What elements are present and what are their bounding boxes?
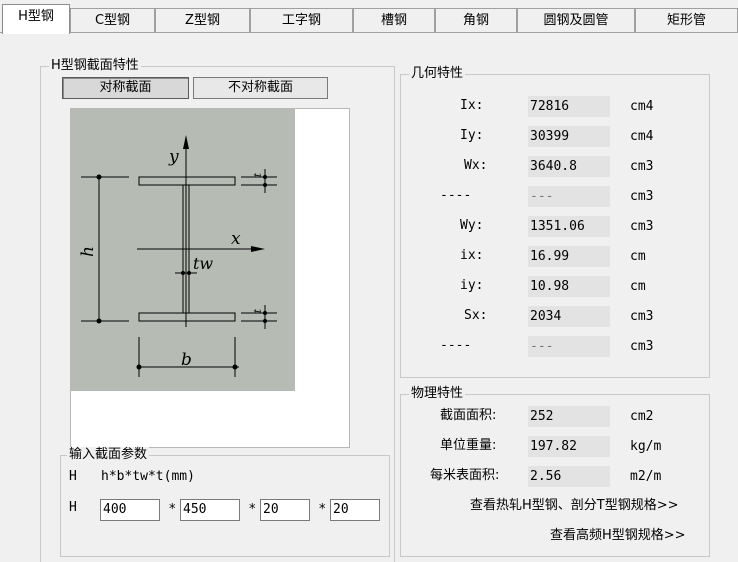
symmetric-section-button[interactable]: 对称截面 — [62, 77, 189, 99]
ix-moment-unit: cm4 — [630, 99, 654, 114]
h-dim-tick-bottom — [96, 318, 102, 324]
b-label: b — [181, 350, 192, 370]
ix-radius-label: ix: — [460, 248, 484, 263]
tab-bar: H型钢 C型钢 Z型钢 工字钢 槽钢 角钢 圆钢及圆管 矩形管 — [0, 0, 738, 34]
bottom-flange — [138, 312, 236, 322]
hot-rolled-h-spec-link[interactable]: 查看热轧H型钢、剖分T型钢规格>> — [470, 498, 679, 513]
sx-unit: cm3 — [630, 309, 654, 324]
h-dim-tick-top — [96, 174, 102, 180]
geometry-properties-group: 几何特性 — [400, 66, 710, 378]
t-dim-bottom-tick1 — [263, 311, 267, 315]
input-row-prefix: H — [69, 500, 77, 515]
section-area-value: 252 — [528, 406, 610, 427]
b-input[interactable]: 450 — [180, 499, 240, 521]
wx-unit: cm3 — [630, 159, 654, 174]
surface-area-unit: m2/m — [630, 469, 662, 484]
group-title: 输入截面参数 — [67, 447, 150, 463]
input-params-group: 输入截面参数 — [60, 447, 390, 557]
section-properties-group: H型钢截面特性 — [40, 58, 395, 562]
iy-radius-label: iy: — [460, 278, 484, 293]
placeholder-value-1: --- — [528, 186, 610, 207]
tw-dim-tick1 — [181, 271, 185, 275]
physical-properties-group: 物理特性 — [400, 386, 710, 557]
iy-moment-unit: cm4 — [630, 129, 654, 144]
surface-area-value: 2.56 — [528, 466, 610, 487]
ix-moment-label: Ix: — [460, 98, 484, 113]
h-label: h — [78, 246, 98, 257]
ix-radius-unit: cm — [630, 249, 646, 264]
group-title: 几何特性 — [409, 66, 466, 82]
tab-divider — [0, 32, 738, 33]
iy-radius-value: 10.98 — [528, 276, 610, 297]
h-section-diagram: y x tw b h t t — [71, 109, 295, 391]
wy-label: Wy: — [460, 218, 484, 233]
placeholder-value-2: --- — [528, 336, 610, 357]
unit-weight-value: 197.82 — [528, 436, 610, 457]
placeholder-label-2: ---- — [440, 338, 472, 353]
wx-label: Wx: — [464, 158, 488, 173]
input-prefix: H — [69, 469, 77, 484]
ix-moment-value: 72816 — [528, 96, 610, 117]
wx-value: 3640.8 — [528, 156, 610, 177]
tab-z-steel[interactable]: Z型钢 — [155, 8, 250, 32]
h-input[interactable]: 400 — [100, 499, 160, 521]
tab-rectangular-tube[interactable]: 矩形管 — [635, 8, 738, 32]
placeholder-unit-2: cm3 — [630, 339, 654, 354]
separator: * — [249, 502, 256, 517]
x-axis-label: x — [231, 229, 241, 249]
y-axis-arrow — [183, 135, 189, 149]
wy-unit: cm3 — [630, 219, 654, 234]
tab-round-steel-pipe[interactable]: 圆钢及圆管 — [517, 8, 635, 32]
tab-i-beam[interactable]: 工字钢 — [250, 8, 353, 32]
high-frequency-h-spec-link[interactable]: 查看高频H型钢规格>> — [550, 528, 686, 543]
iy-moment-label: Iy: — [460, 128, 484, 143]
t-dim-top-tick2 — [263, 183, 267, 187]
ix-radius-value: 16.99 — [528, 246, 610, 267]
tw-dim-tick2 — [187, 271, 191, 275]
t-input[interactable]: 20 — [330, 499, 380, 521]
tab-angle[interactable]: 角钢 — [435, 8, 517, 32]
b-dim-tick-right — [232, 364, 238, 370]
separator: * — [169, 502, 176, 517]
sx-label: Sx: — [464, 308, 488, 323]
t-dim-bottom-tick2 — [263, 319, 267, 323]
t-dim-top-tick1 — [263, 175, 267, 179]
b-dim-tick-left — [136, 364, 142, 370]
input-formula: h*b*tw*t(mm) — [101, 469, 195, 484]
tw-label: tw — [193, 254, 213, 273]
tab-h-steel[interactable]: H型钢 — [2, 4, 70, 34]
top-flange — [138, 176, 236, 186]
t-label-bottom: t — [253, 308, 264, 313]
surface-area-label: 每米表面积: — [430, 468, 500, 483]
section-area-unit: cm2 — [630, 409, 654, 424]
tab-channel[interactable]: 槽钢 — [353, 8, 435, 32]
section-area-label: 截面面积: — [440, 408, 497, 423]
iy-moment-value: 30399 — [528, 126, 610, 147]
x-axis-arrow — [251, 246, 265, 252]
group-title: 物理特性 — [409, 386, 466, 402]
t-label-top: t — [253, 172, 264, 177]
tw-input[interactable]: 20 — [260, 499, 310, 521]
sx-value: 2034 — [528, 306, 610, 327]
wy-value: 1351.06 — [528, 216, 610, 237]
iy-radius-unit: cm — [630, 279, 646, 294]
placeholder-unit-1: cm3 — [630, 189, 654, 204]
asymmetric-section-button[interactable]: 不对称截面 — [193, 77, 328, 99]
unit-weight-unit: kg/m — [630, 439, 662, 454]
y-axis-label: y — [168, 147, 179, 167]
unit-weight-label: 单位重量: — [440, 438, 497, 453]
tab-c-steel[interactable]: C型钢 — [70, 8, 155, 32]
placeholder-label-1: ---- — [440, 188, 472, 203]
group-title: H型钢截面特性 — [49, 58, 141, 74]
separator: * — [319, 502, 326, 517]
